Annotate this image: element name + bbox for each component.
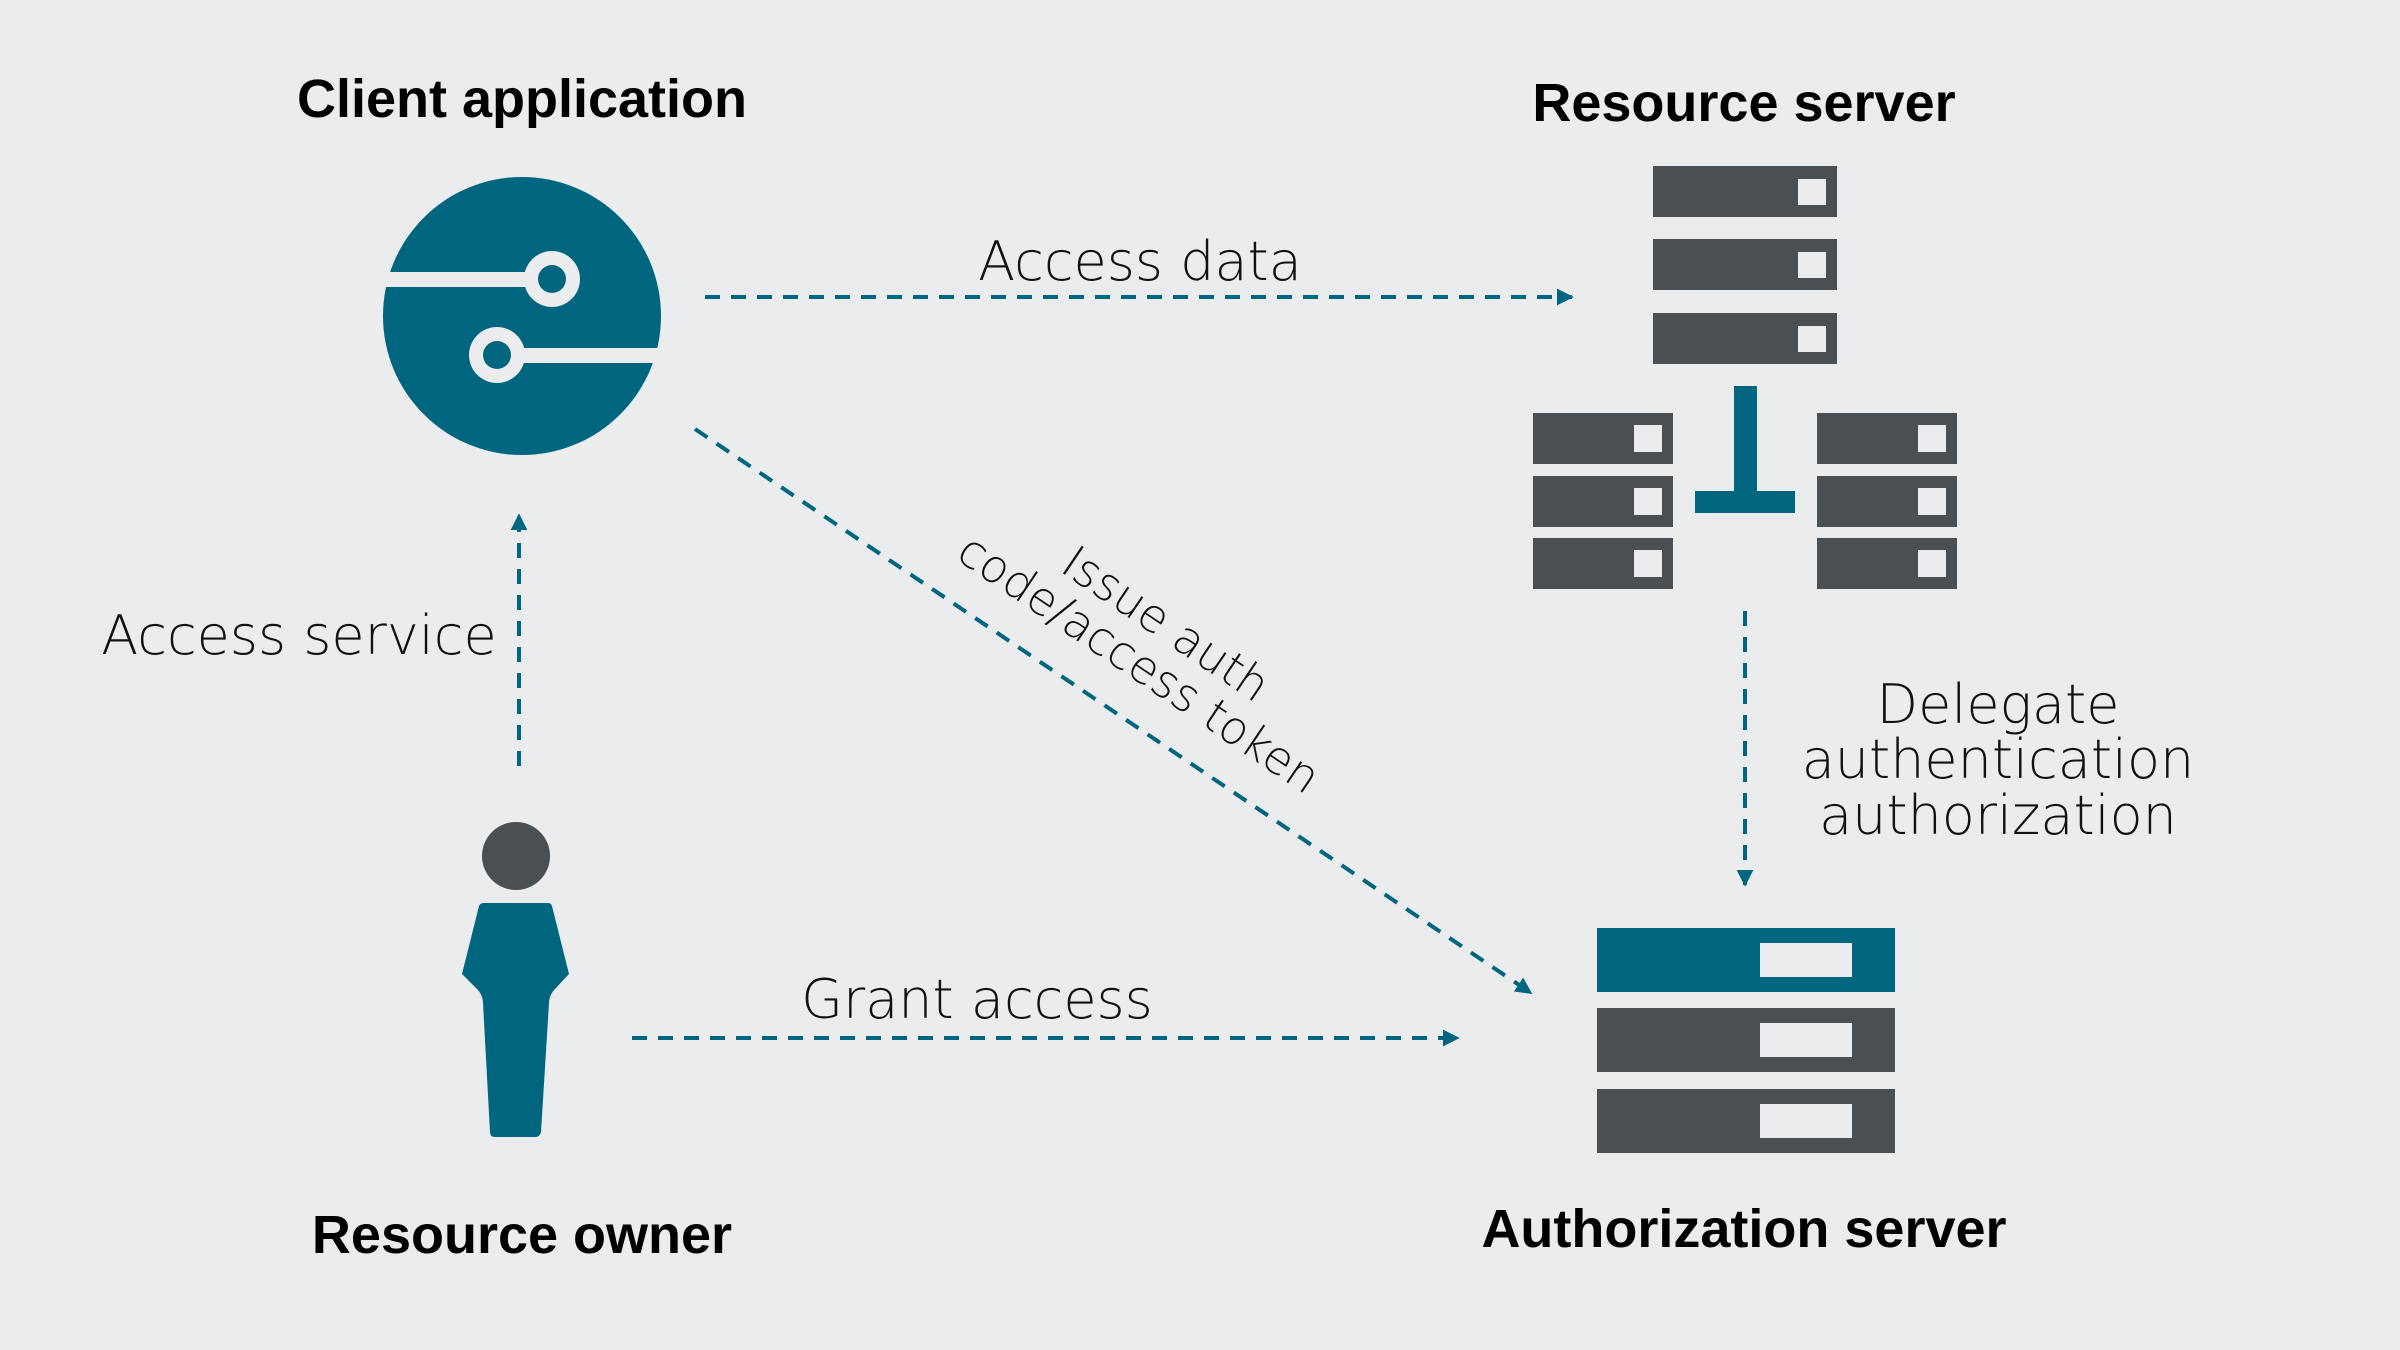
server-indicator — [1634, 550, 1662, 577]
server-indicator — [1634, 488, 1662, 515]
server-indicator — [1798, 252, 1826, 278]
resource-owner-node: Resource owner — [312, 822, 732, 1265]
network-connector-icon — [1695, 386, 1795, 513]
right-server-stack — [1817, 413, 1957, 589]
server-indicator — [1918, 550, 1946, 577]
server-indicator — [1634, 425, 1662, 452]
server-indicator — [1918, 425, 1946, 452]
issue-token-label: Issue auth code/access token — [948, 522, 1330, 804]
grant-access-label: Grant access — [801, 968, 1153, 1031]
server-indicator — [1798, 326, 1826, 352]
left-server-stack — [1533, 413, 1673, 589]
client-application-label: Client application — [297, 69, 747, 129]
resource-server-node: Resource server — [1532, 73, 1957, 589]
authorization-server-node: Authorization server — [1481, 928, 2007, 1259]
server-indicator — [1760, 1023, 1852, 1057]
client-app-circuit-icon — [370, 177, 677, 455]
edge-access-data: Access data — [705, 230, 1574, 306]
access-data-label: Access data — [978, 230, 1302, 293]
person-body — [462, 903, 569, 1137]
delegate-label-line3: authorization — [1819, 784, 2177, 847]
resource-server-label: Resource server — [1532, 73, 1955, 133]
delegate-label-line1: Delegate — [1877, 673, 2120, 736]
server-cluster-icon — [1533, 166, 1957, 589]
person-head — [482, 822, 550, 890]
server-stack-icon — [1597, 928, 1895, 1153]
client-application-node: Client application — [297, 69, 747, 455]
access-service-label: Access service — [101, 604, 496, 667]
issue-token-arrow — [693, 427, 1533, 995]
server-indicator — [1918, 488, 1946, 515]
edge-delegate: Delegate authentication authorization — [1736, 611, 2195, 887]
top-server-stack — [1653, 166, 1837, 364]
server-indicator — [1760, 943, 1852, 977]
resource-owner-label: Resource owner — [312, 1205, 732, 1265]
server-indicator — [1798, 179, 1826, 205]
server-indicator — [1760, 1104, 1852, 1138]
edge-issue-token: Issue auth code/access token — [693, 427, 1533, 995]
edge-grant-access: Grant access — [632, 968, 1460, 1047]
edge-access-service: Access service — [101, 513, 528, 766]
person-icon — [462, 822, 569, 1137]
delegate-label-line2: authentication — [1802, 728, 2195, 791]
authorization-server-label: Authorization server — [1481, 1199, 2006, 1259]
